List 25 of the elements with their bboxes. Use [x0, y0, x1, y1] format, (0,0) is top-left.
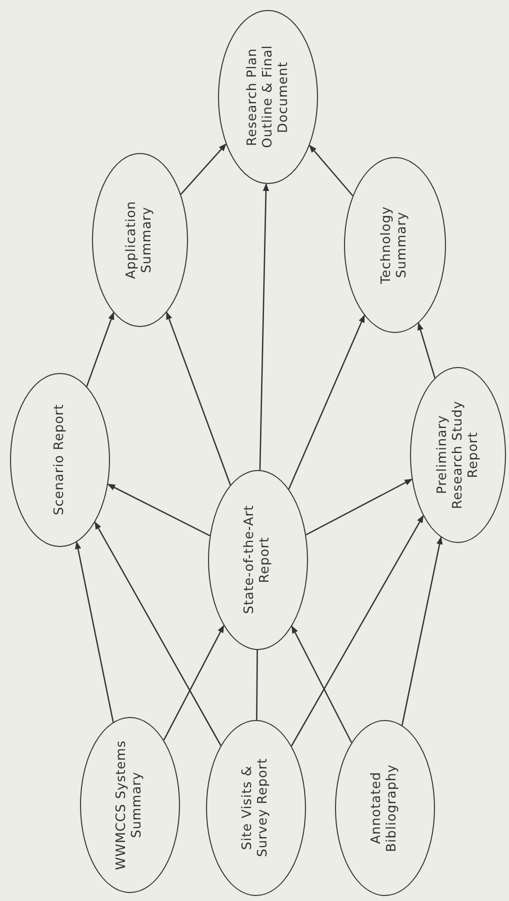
- node-label: Technology Summary: [379, 205, 411, 286]
- arrow: [290, 515, 424, 746]
- node-label: Scenario Report: [52, 404, 68, 516]
- arrow: [291, 625, 352, 743]
- arrow: [288, 314, 365, 490]
- arrow: [401, 536, 443, 726]
- connector-line: [256, 650, 258, 720]
- arrow: [86, 312, 114, 387]
- node-label: Research Plan Outline & Final Document: [244, 44, 292, 150]
- node-label: Site Visits & Survey Report: [240, 758, 272, 860]
- arrow: [306, 478, 413, 536]
- node-label: State-of-the-Art Report: [242, 504, 274, 616]
- node-label: WWMCCS Systems Summary: [114, 740, 146, 870]
- arrow: [74, 541, 114, 722]
- node-label: Preliminary Research Study Report: [434, 400, 482, 512]
- arrow: [107, 484, 210, 536]
- arrow: [417, 322, 436, 378]
- arrow: [163, 624, 224, 741]
- arrow: [309, 144, 354, 196]
- arrow: [180, 143, 226, 195]
- node-label: Annotated Bibliography: [369, 763, 401, 854]
- node-label: Application Summary: [124, 200, 156, 282]
- arrow: [166, 312, 231, 486]
- arrow: [94, 521, 222, 746]
- arrow: [259, 183, 270, 470]
